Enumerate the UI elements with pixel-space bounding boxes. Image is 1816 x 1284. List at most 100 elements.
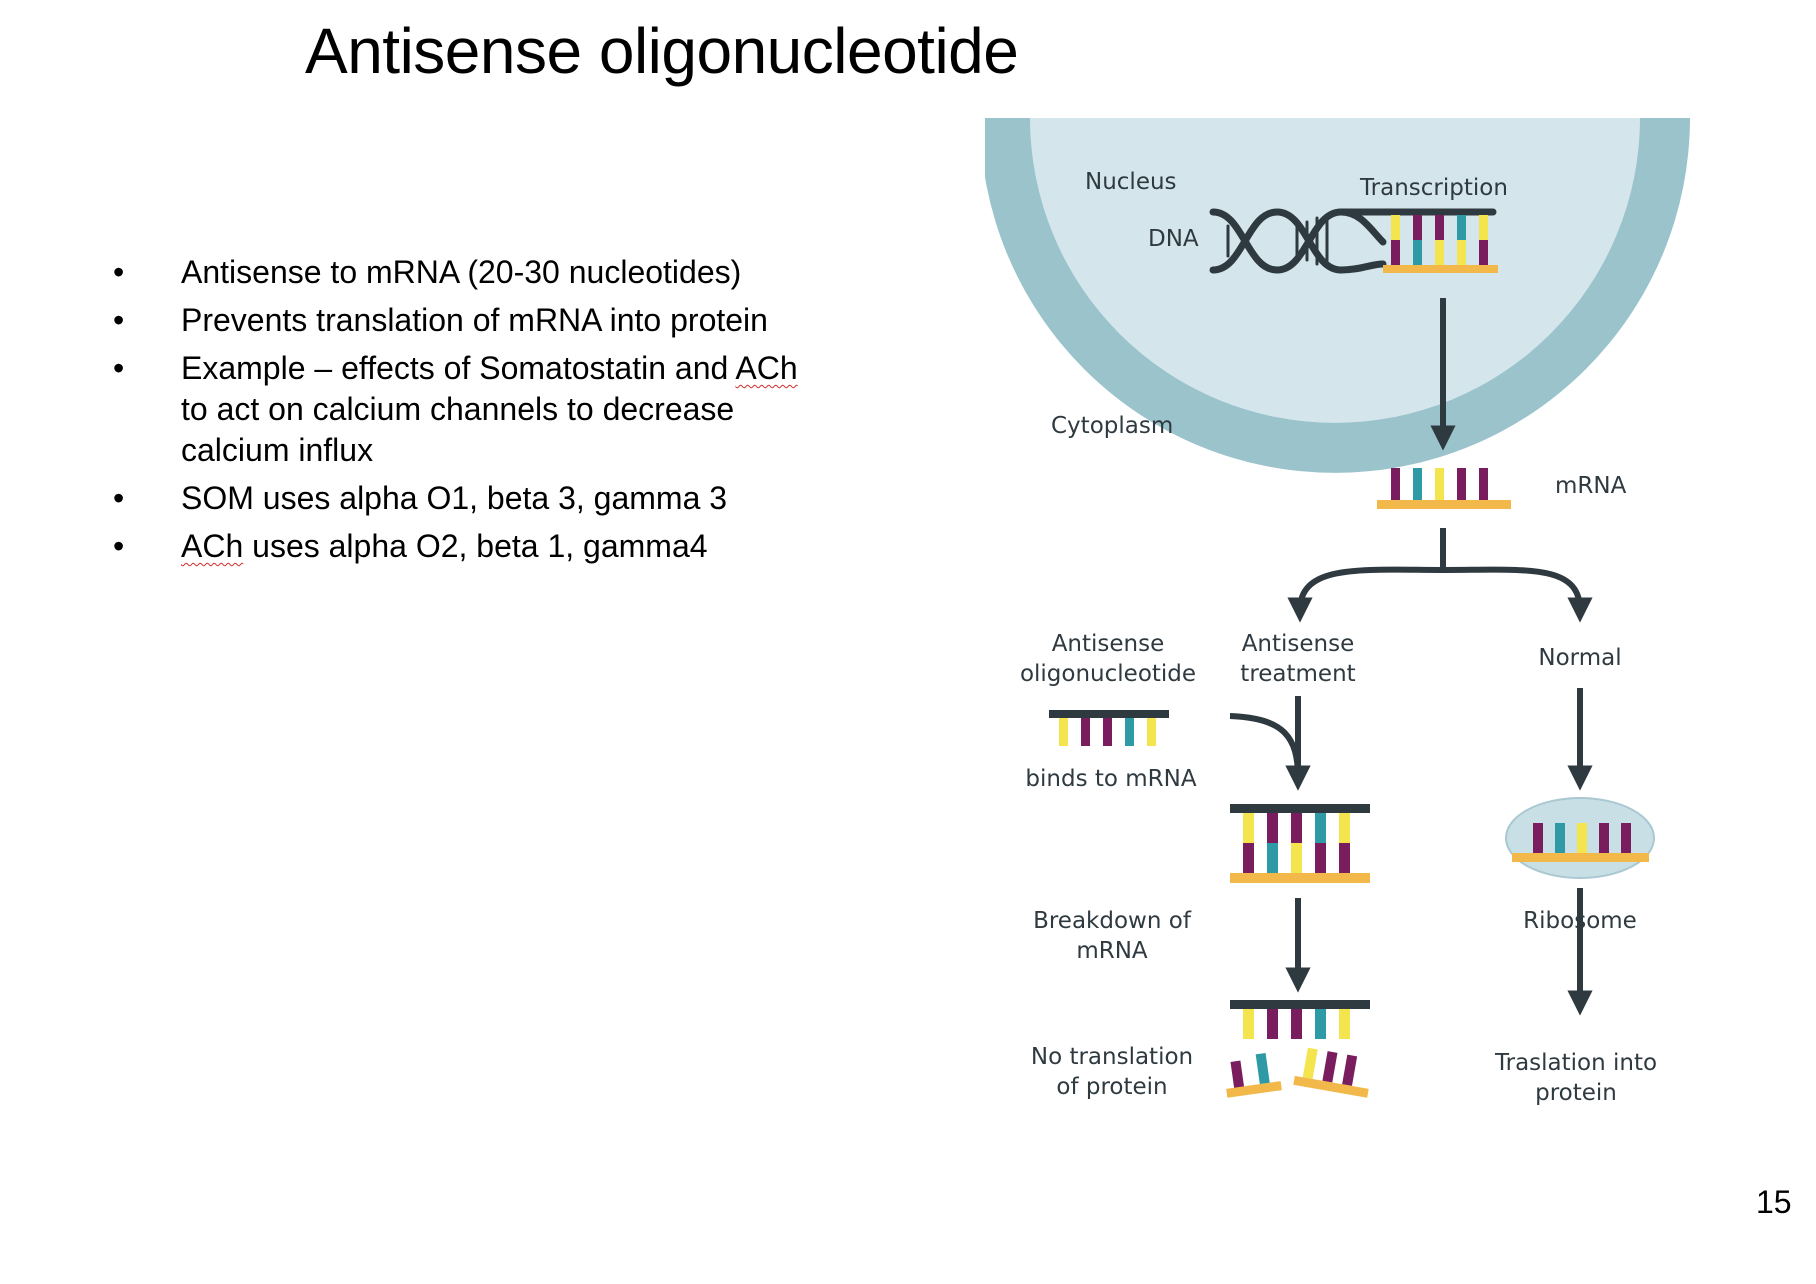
nucleotide bbox=[1267, 1009, 1278, 1039]
fragment-right bbox=[1293, 1047, 1369, 1098]
ribosome bbox=[1505, 797, 1655, 879]
bullet-dot: • bbox=[113, 350, 125, 386]
nucleotide bbox=[1267, 813, 1278, 843]
dna-rungs bbox=[1226, 214, 1329, 268]
merge-arrow bbox=[1229, 713, 1311, 791]
mrna-strand bbox=[1377, 468, 1511, 509]
nucleotide bbox=[1435, 468, 1444, 500]
oligo-backbone bbox=[1230, 804, 1370, 813]
dna-strand-a bbox=[1209, 208, 1387, 274]
nucleotide bbox=[1479, 240, 1488, 265]
nucleotide bbox=[1267, 843, 1278, 873]
fragment-left bbox=[1226, 1052, 1282, 1098]
branch-arrows bbox=[1287, 528, 1593, 623]
spellcheck-word: ACh bbox=[181, 528, 244, 564]
dna-strand-b bbox=[1209, 208, 1387, 274]
nucleotide bbox=[1322, 1051, 1338, 1083]
label-nucleus: Nucleus bbox=[1085, 169, 1177, 195]
oligo-backbone bbox=[1049, 710, 1169, 718]
label-binds-to-mrna: binds to mRNA bbox=[1025, 766, 1196, 792]
bullet-text-pre: Example – effects of Somatostatin and bbox=[181, 350, 736, 386]
nucleotide bbox=[1103, 718, 1112, 746]
nucleotide bbox=[1457, 240, 1466, 265]
nucleotide bbox=[1125, 718, 1134, 746]
label-antisense-treatment-1: Antisense bbox=[1242, 631, 1355, 657]
lower-arrows bbox=[1285, 888, 1593, 1016]
nucleotide bbox=[1555, 823, 1565, 853]
nucleotide bbox=[1291, 813, 1302, 843]
label-dna: DNA bbox=[1148, 226, 1199, 252]
nucleotide bbox=[1081, 718, 1090, 746]
bullet-item: • ACh uses alpha O2, beta 1, gamma4 bbox=[113, 526, 813, 567]
antisense-arrows bbox=[1229, 688, 1593, 791]
bullet-dot: • bbox=[113, 480, 125, 516]
branch-left bbox=[1287, 566, 1444, 623]
nucleotide bbox=[1291, 1009, 1302, 1039]
nucleotide bbox=[1315, 1009, 1326, 1039]
bullet-item: • SOM uses alpha O1, beta 3, gamma 3 bbox=[113, 478, 813, 519]
bullet-text: Prevents translation of mRNA into protei… bbox=[181, 302, 768, 338]
slide-title: Antisense oligonucleotide bbox=[305, 15, 1019, 87]
nucleotide bbox=[1391, 215, 1400, 240]
nucleotide bbox=[1315, 813, 1326, 843]
degraded-mrna bbox=[1226, 1000, 1370, 1098]
nucleotide bbox=[1243, 1009, 1254, 1039]
label-breakdown-1: Breakdown of bbox=[1033, 908, 1192, 934]
bullet-text-post: to act on calcium channels to decrease c… bbox=[181, 391, 735, 468]
label-antisense-oligo-2: oligonucleotide bbox=[1020, 661, 1196, 687]
nucleotide bbox=[1457, 215, 1466, 240]
bullet-text: Antisense to mRNA (20-30 nucleotides) bbox=[181, 254, 742, 290]
label-translation-1: Traslation into bbox=[1494, 1050, 1657, 1076]
nucleotide bbox=[1342, 1054, 1358, 1086]
nucleotide bbox=[1457, 468, 1466, 500]
transcription-strand bbox=[1383, 215, 1498, 273]
oligo-backbone bbox=[1230, 1000, 1370, 1009]
nucleotide bbox=[1479, 468, 1488, 500]
bullet-dot: • bbox=[113, 302, 125, 338]
antisense-diagram: Nucleus Transcription DNA Cytoplasm bbox=[985, 118, 1690, 1106]
nucleotide bbox=[1243, 813, 1254, 843]
nucleotide bbox=[1413, 240, 1422, 265]
branch-right bbox=[1442, 566, 1593, 623]
nucleotide bbox=[1291, 843, 1302, 873]
antisense-oligo-strand bbox=[1049, 710, 1169, 746]
bullet-list: • Antisense to mRNA (20-30 nucleotides) •… bbox=[113, 252, 813, 574]
nucleotide bbox=[1435, 215, 1444, 240]
nucleotide bbox=[1435, 240, 1444, 265]
bullet-dot: • bbox=[113, 254, 125, 290]
label-transcription: Transcription bbox=[1359, 175, 1508, 201]
nucleotide bbox=[1315, 843, 1326, 873]
bullet-item: • Antisense to mRNA (20-30 nucleotides) bbox=[113, 252, 813, 293]
dna-helix bbox=[1209, 208, 1497, 274]
backbone bbox=[1512, 853, 1649, 862]
nucleotide bbox=[1339, 843, 1350, 873]
spellcheck-word: ACh bbox=[735, 350, 798, 386]
backbone bbox=[1226, 1081, 1282, 1098]
nucleotide bbox=[1533, 823, 1543, 853]
nucleotide bbox=[1479, 215, 1488, 240]
nucleotide bbox=[1230, 1060, 1245, 1090]
backbone bbox=[1230, 873, 1370, 883]
nucleotide bbox=[1577, 823, 1587, 853]
label-cytoplasm: Cytoplasm bbox=[1051, 413, 1173, 439]
label-no-translation-1: No translation bbox=[1031, 1044, 1193, 1070]
backbone bbox=[1377, 500, 1511, 509]
bullet-text: SOM uses alpha O1, beta 3, gamma 3 bbox=[181, 480, 728, 516]
nucleotide bbox=[1302, 1047, 1318, 1079]
label-mrna: mRNA bbox=[1555, 473, 1627, 499]
nucleotide bbox=[1599, 823, 1609, 853]
label-normal: Normal bbox=[1538, 645, 1621, 671]
nucleotide bbox=[1621, 823, 1631, 853]
backbone bbox=[1383, 265, 1498, 273]
bullet-text-post: uses alpha O2, beta 1, gamma4 bbox=[243, 528, 708, 564]
label-no-translation-2: of protein bbox=[1056, 1074, 1167, 1100]
nucleotide bbox=[1391, 240, 1400, 265]
nucleotide bbox=[1339, 813, 1350, 843]
label-antisense-treatment-2: treatment bbox=[1240, 661, 1355, 687]
nucleotide bbox=[1243, 843, 1254, 873]
label-breakdown-2: mRNA bbox=[1076, 938, 1148, 964]
bullet-dot: • bbox=[113, 528, 125, 564]
bound-duplex bbox=[1230, 804, 1370, 883]
label-translation-2: protein bbox=[1535, 1080, 1617, 1106]
nucleotide bbox=[1413, 215, 1422, 240]
